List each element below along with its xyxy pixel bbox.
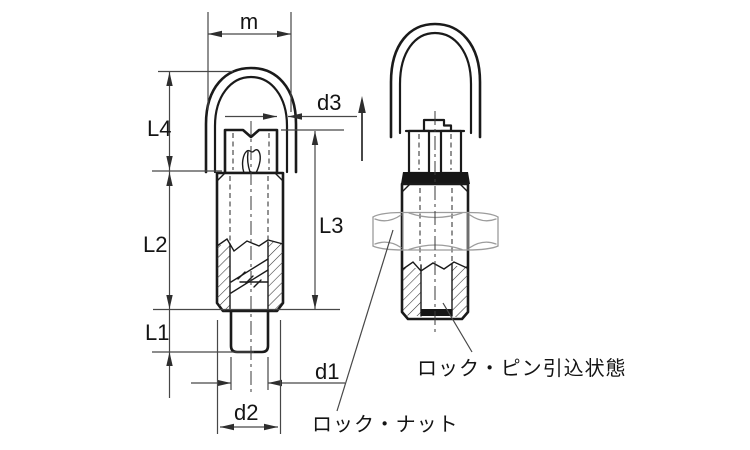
dim-label-d3: d3 [317,90,341,115]
dim-label-L3: L3 [319,213,343,238]
section-hatch-right [452,266,468,317]
internal-cam-mechanism [230,258,269,294]
dimension-stack-L4-L2-L1: L4 L2 L1 [143,70,340,398]
dimension-d3: d3 [225,90,357,120]
break-line [402,261,468,272]
retracted-pin-tip [421,309,452,316]
lock-nut-label: ロック・ナット [312,413,459,436]
dim-label-d2: d2 [234,400,258,425]
break-line [216,237,284,253]
front-view [204,66,298,396]
dim-label-L2: L2 [143,232,167,257]
threaded-body [215,171,285,313]
dimension-m: m [207,9,292,112]
dim-label-d1: d1 [315,359,339,384]
head-tab [422,118,453,133]
raised-head [404,118,466,175]
lock-pin-retracted-label: ロック・ピン引込状態 [417,357,627,380]
section-hatch-right [268,242,283,311]
dimension-L3: L3 [281,129,344,309]
annotations: ロック・ナット ロック・ピン引込状態 [312,229,627,436]
lock-pin [229,309,270,354]
threaded-body-retracted [400,182,470,321]
section-hatch-left [403,268,421,316]
pull-ring [204,66,298,174]
pull-direction-arrow [358,96,366,161]
dim-label-L1: L1 [145,320,169,345]
section-hatch-left [217,245,230,311]
dim-label-L4: L4 [147,116,171,141]
knurled-collar [401,172,470,184]
pin-state-leader [442,302,473,353]
dim-label-m: m [240,9,258,34]
dimension-d1: d1 [191,357,345,390]
pull-ring-raised [389,22,482,139]
dimension-d2: d2 [216,320,282,434]
retracted-view [358,22,499,333]
lock-nut-leader [336,229,394,412]
ring-hole-break-line [241,149,261,174]
